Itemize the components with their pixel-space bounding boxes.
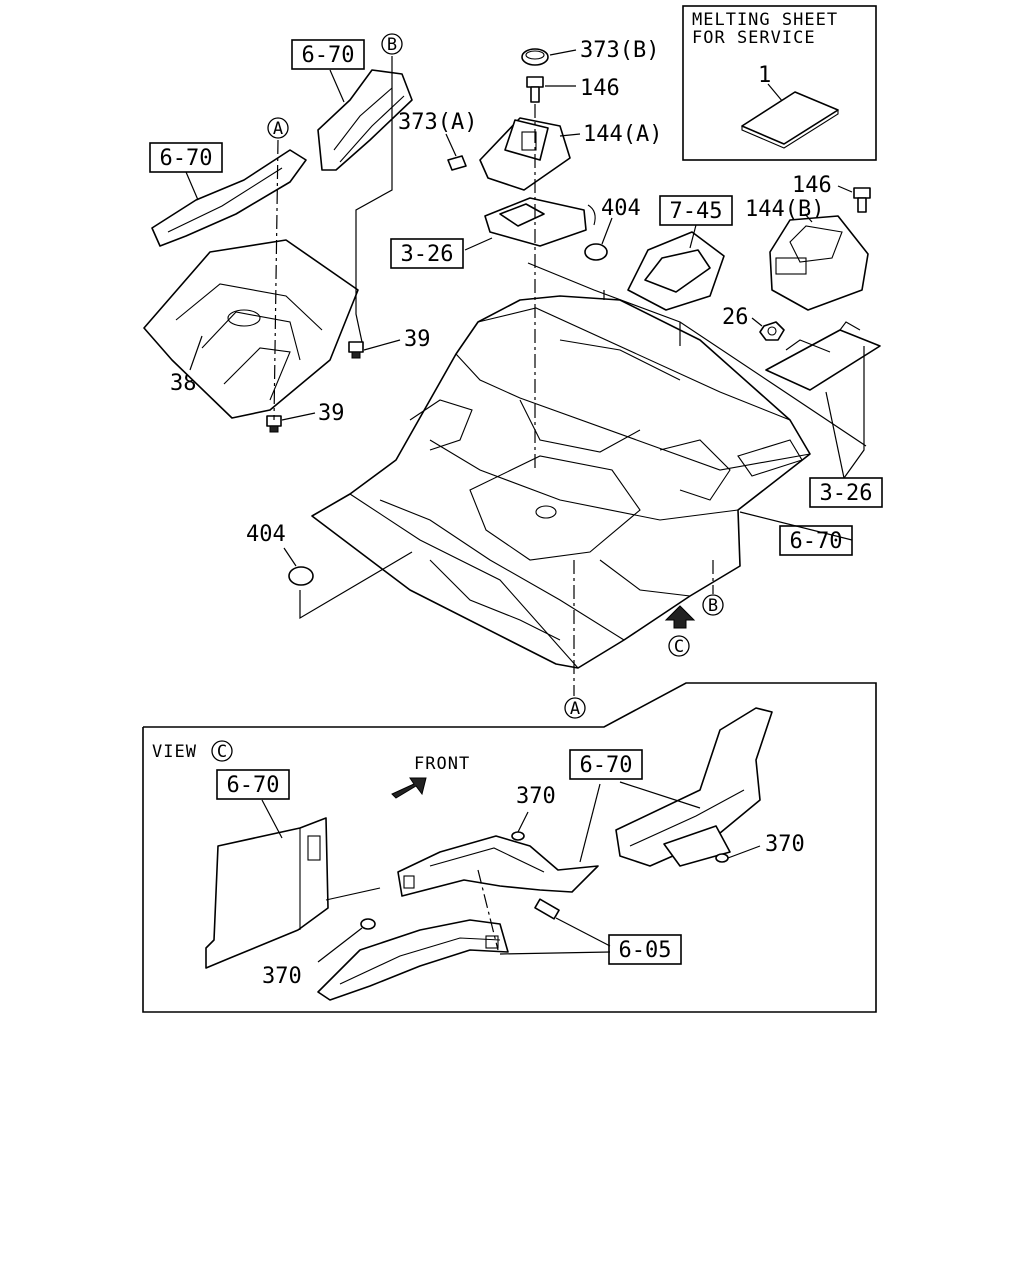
part-label-146-right: 146 [792,173,832,198]
bolt-146-right [837,185,871,213]
ref-box-6-70-view-mid: 6-70 [569,749,643,780]
view-label: VIEW [152,742,197,762]
ref-6-70-top-label: 6-70 [302,43,355,68]
melting-sheet-box: MELTING SHEET FOR SERVICE 1 [682,5,877,161]
clip-39-upper [348,339,401,359]
nut-26 [751,317,785,341]
ref-box-6-05: 6-05 [608,934,682,965]
view-bolt-6-05 [477,869,611,955]
melting-sheet-title-line2: FOR SERVICE [692,28,816,48]
rail-6-70-top [317,69,413,171]
ref-6-70-right-label: 6-70 [790,529,843,554]
part-label-373a: 373(A) [398,110,477,135]
ref-3-26-right-label: 3-26 [820,481,873,506]
callout-a-bottom: A [564,697,586,719]
ref-box-3-26-top: 3-26 [390,238,464,269]
clip-373a [445,133,467,171]
melting-sheet-part-number: 1 [758,63,771,88]
console-144a [479,117,581,191]
part-label-370-b: 370 [765,832,805,857]
bracket-3-26-top [464,197,596,251]
melting-sheet-title-line1: MELTING SHEET [692,10,838,30]
svg-text:B: B [708,596,718,616]
pad-404-top [584,217,613,261]
svg-text:C: C [674,637,684,657]
part-label-146-top: 146 [580,76,620,101]
cap-373b [521,48,577,66]
part-label-373b: 373(B) [580,38,659,63]
melting-sheet-icon [741,91,839,149]
rail-6-70-left [151,149,307,247]
ref-7-45-label: 7-45 [670,199,723,224]
view-c-panel: VIEW C FRONT 6-70 6-70 6-05 370 370 370 [142,682,877,1013]
callout-c-bottom: C [668,635,690,657]
front-direction: FRONT [391,754,470,799]
view-c-title: VIEW C [152,740,233,762]
part-label-370-a: 370 [516,784,556,809]
ref-6-70-view-mid-label: 6-70 [580,753,633,778]
ref-box-7-45: 7-45 [659,195,733,226]
ref-6-70-left-label: 6-70 [160,146,213,171]
ref-box-6-70-view-left: 6-70 [216,769,290,800]
ref-3-26-top-label: 3-26 [401,242,454,267]
view-rail-bottom [317,919,509,1001]
view-callout-c: C [217,742,227,762]
svg-text:B: B [387,35,397,55]
svg-text:A: A [273,119,283,139]
ref-box-3-26-right: 3-26 [809,477,883,508]
part-label-144a: 144(A) [583,122,662,147]
front-label: FRONT [414,754,470,774]
bolt-146-top [526,76,576,103]
part-label-370-c: 370 [262,964,302,989]
pad-404-left [283,547,314,586]
ref-box-6-70-top: 6-70 [291,39,365,70]
callout-a-top: A [267,117,289,139]
view-rail-right [615,707,773,867]
view-panel-left [205,799,381,969]
ref-box-6-70-right: 6-70 [779,525,853,556]
part-label-39-upper: 39 [404,327,431,352]
console-144b [769,213,869,311]
view-c-arrow [664,605,696,629]
ref-6-70-view-left-label: 6-70 [227,773,280,798]
bracket-7-45 [627,224,725,311]
part-label-404-left: 404 [246,522,286,547]
leader-lines [273,56,867,696]
callout-b-top: B [381,33,403,55]
bracket-3-26-right [765,321,881,479]
part-label-39-lower: 39 [318,401,345,426]
ref-box-6-70-left: 6-70 [149,142,223,173]
part-label-404-top: 404 [601,196,641,221]
floor-assembly [311,295,811,669]
floor-panel-38 [143,239,359,419]
ref-6-05-label: 6-05 [619,938,672,963]
view-bracket-mid [397,783,601,897]
callout-b-bottom: B [702,594,724,616]
svg-text:A: A [570,699,580,719]
part-label-26: 26 [722,305,749,330]
